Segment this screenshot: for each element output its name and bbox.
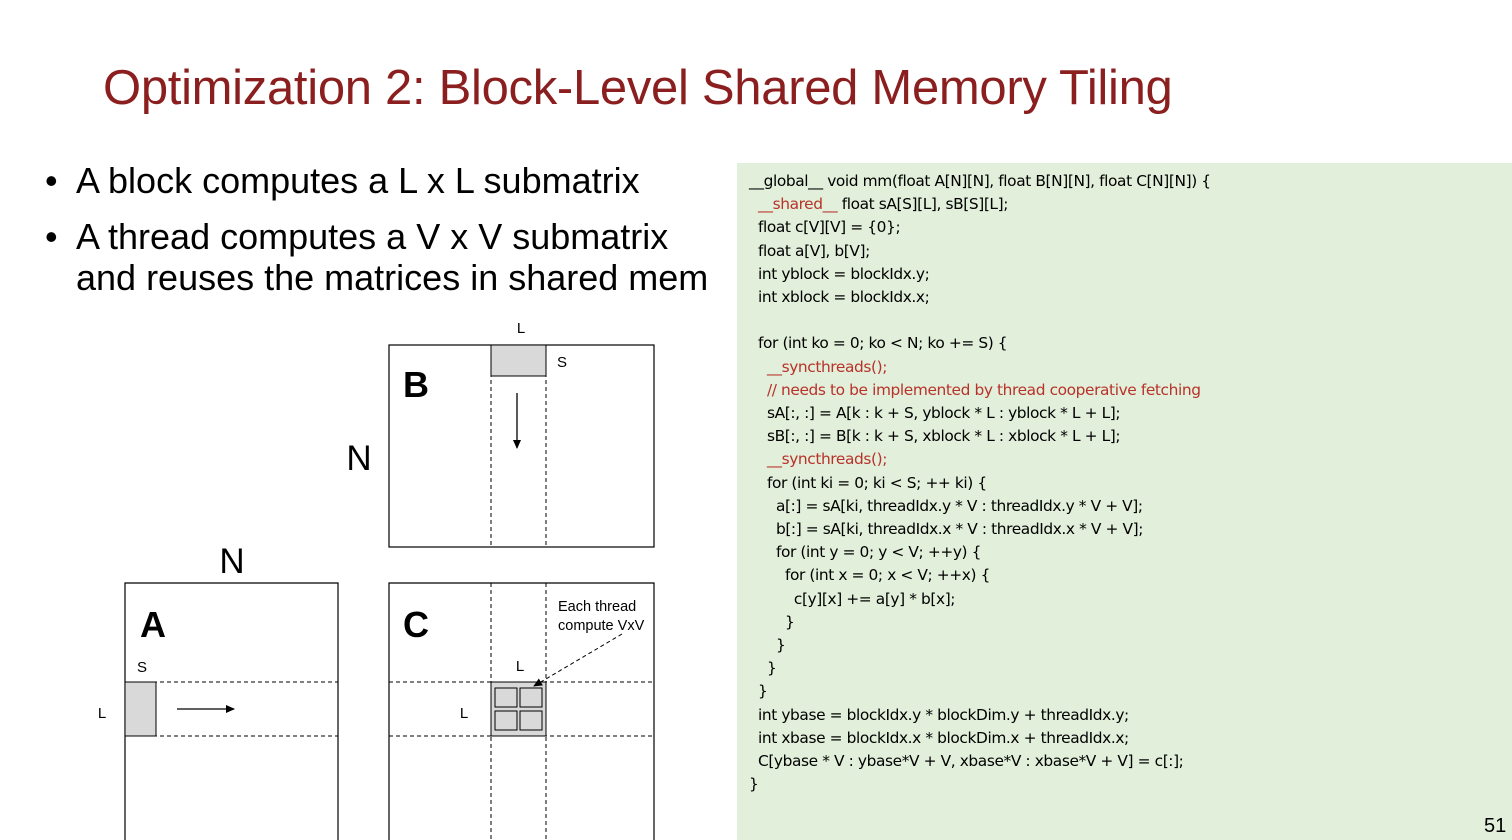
bullet-item: • A thread computes a V x V submatrix an… [45,216,725,298]
slide-title: Optimization 2: Block-Level Shared Memor… [103,61,1173,115]
matrix-a-tile-height-label: L [98,705,106,722]
code-text: b[:] = sA[ki, threadIdx.x * V : threadId… [749,520,1144,539]
code-text: int xbase = blockIdx.x * blockDim.x + th… [749,728,1129,747]
code-line: // needs to be implemented by thread coo… [749,381,1201,399]
code-line: int xbase = blockIdx.x * blockDim.x + th… [749,729,1129,747]
code-line: c[y][x] += a[y] * b[x]; [749,589,956,608]
matrix-c-thread-tile [494,710,518,731]
code-line: sA[:, :] = A[k : k + S, yblock * L : ybl… [749,404,1121,423]
code-line: int yblock = blockIdx.y; [749,264,930,283]
bullet-dot: • [45,160,58,201]
code-line: for (int ki = 0; ki < S; ++ ki) { [749,474,987,492]
code-text: a[:] = sA[ki, threadIdx.y * V : threadId… [749,496,1143,515]
code-line: __syncthreads(); [749,358,887,376]
matrix-a-name: A [140,604,166,645]
code-text: } [749,682,768,701]
code-keyword-highlight: __shared__ [758,195,838,214]
code-text: c[y][x] += a[y] * b[x]; [749,589,956,608]
matrix-a-tile-width-label: S [137,659,147,676]
matrix-c-annotation-arrow [533,633,623,687]
matrix-b-side-label: N [346,439,371,478]
code-line: C[ybase * V : ybase*V + V, xbase*V : xba… [749,752,1184,771]
code-text: for (int x = 0; x < V; ++x) { [749,566,990,585]
matrix-b-tile-height-label: S [557,354,567,371]
code-line: int ybase = blockIdx.y * blockDim.y + th… [749,706,1129,724]
code-text: float c[V][V] = {0}; [749,218,901,237]
code-text: } [749,636,786,655]
matrix-c-tile-height-label: L [460,705,468,722]
bullet-text: A thread computes a V x V submatrix and … [76,216,709,298]
code-text: int ybase = blockIdx.y * blockDim.y + th… [749,705,1129,724]
bullet-item: • A block computes a L x L submatrix [45,160,725,201]
code-line: } [749,636,786,655]
code-text [749,450,767,468]
code-line: int xblock = blockIdx.x; [749,288,930,307]
code-line: __global__ void mm(float A[N][N], float … [749,172,1211,190]
matrix-a: A N S L [98,542,339,840]
code-keyword-highlight: __syncthreads(); [766,357,887,376]
code-text: for (int y = 0; y < V; ++y) { [749,543,982,562]
matrix-c-thread-tile [519,687,543,708]
code-panel [737,163,1512,840]
code-line: float c[V][V] = {0}; [749,218,901,237]
code-line: } [749,682,768,701]
matrix-c-annotation-line: Each thread [558,599,636,615]
code-text [749,381,767,399]
code-text: sA[:, :] = A[k : k + S, yblock * L : ybl… [749,404,1121,423]
code-line: for (int ko = 0; ko < N; ko += S) { [749,334,1008,353]
code-keyword-highlight: // needs to be implemented by thread coo… [766,380,1201,399]
bullet-list: • A block computes a L x L submatrix • A… [45,160,725,313]
matrix-a-shared-tile [124,681,157,737]
code-block: __global__ void mm(float A[N][N], float … [749,170,1211,796]
code-line: } [749,612,795,631]
matrix-c: C L L Each thread compute VxV [388,582,655,840]
code-text: int yblock = blockIdx.y; [749,264,930,283]
code-text: sB[:, :] = B[k : k + S, xblock * L : xbl… [749,427,1121,446]
tiling-diagram: B N L S A N S L C L L Each thread comput… [98,320,655,840]
code-text: float a[V], b[V]; [749,241,870,260]
code-line: for (int y = 0; y < V; ++y) { [749,543,981,561]
matrix-b: B N L S [346,320,655,548]
code-text [749,195,758,213]
matrix-b-tile-width-label: L [517,320,525,337]
matrix-c-frame [388,582,655,840]
code-line: b[:] = sA[ki, threadIdx.x * V : threadId… [749,520,1143,538]
code-text [749,358,767,376]
code-text: float sA[S][L], sB[S][L]; [837,195,1009,214]
matrix-b-shared-tile [490,344,547,377]
code-text: } [749,775,759,794]
matrix-c-thread-tile [494,687,518,708]
code-text: } [749,612,795,631]
code-line: __syncthreads(); [749,450,887,468]
matrix-c-name: C [403,604,429,645]
code-line: __shared__ float sA[S][L], sB[S][L]; [749,195,1008,213]
code-text: for (int ki = 0; ki < S; ++ ki) { [749,473,987,492]
matrix-b-name: B [403,364,429,405]
bullet-dot: • [45,216,58,257]
matrix-c-thread-tile [519,710,543,731]
code-line: float a[V], b[V]; [749,242,870,260]
code-text: for (int ko = 0; ko < N; ko += S) { [749,334,1008,353]
code-text: C[ybase * V : ybase*V + V, xbase*V : xba… [749,752,1184,771]
code-line: for (int x = 0; x < V; ++x) { [749,566,990,584]
bullet-text: A block computes a L x L submatrix [76,160,640,201]
matrix-c-annotation-line: compute VxV [558,618,645,634]
code-line: sB[:, :] = B[k : k + S, xblock * L : xbl… [749,427,1121,446]
code-line: } [749,659,777,678]
matrix-c-tile-width-label: L [516,658,524,675]
code-text: } [749,659,777,678]
code-keyword-highlight: __syncthreads(); [766,450,887,469]
code-line: a[:] = sA[ki, threadIdx.y * V : threadId… [749,497,1143,515]
matrix-a-top-label: N [219,542,244,581]
code-text: int xblock = blockIdx.x; [749,288,930,307]
code-text: __global__ void mm(float A[N][N], float … [749,172,1211,190]
page-number: 51 [1484,815,1507,837]
code-line: } [749,775,759,794]
